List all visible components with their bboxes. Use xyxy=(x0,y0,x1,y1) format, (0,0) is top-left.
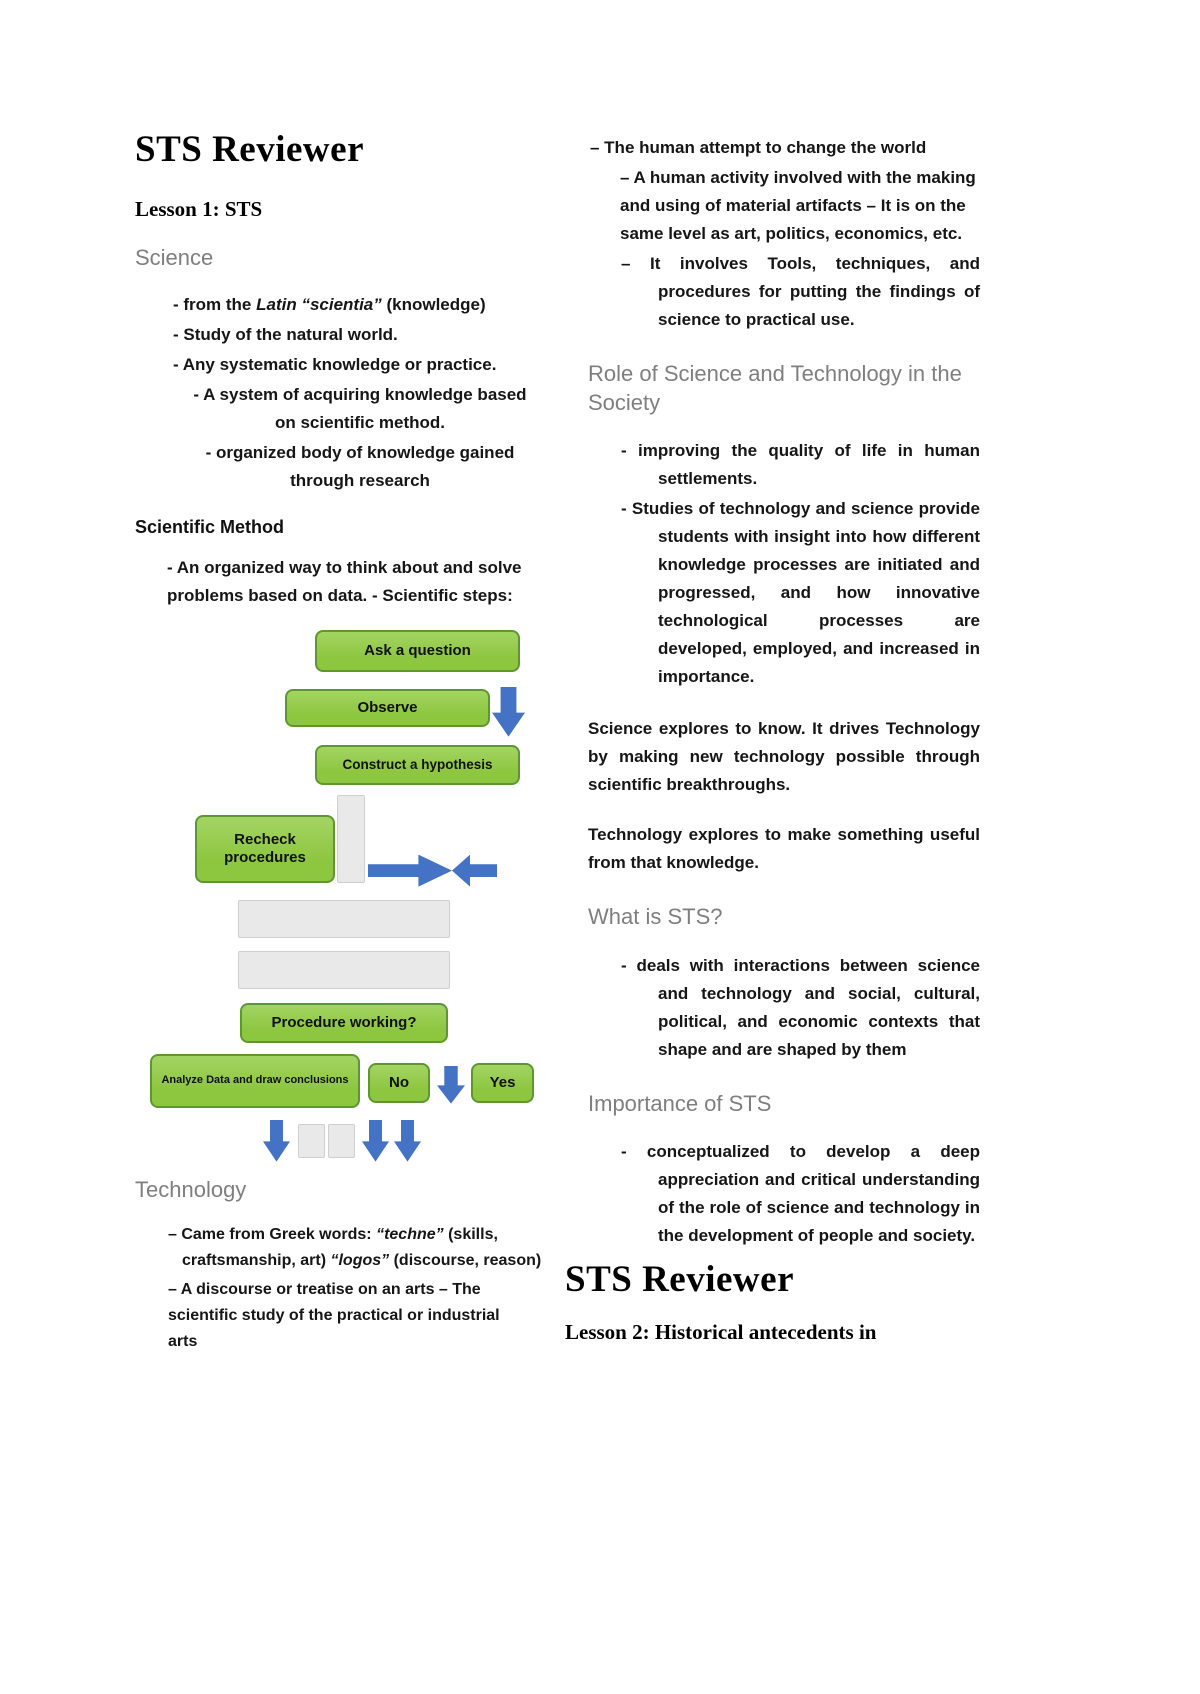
down-arrow-icon xyxy=(394,1119,421,1162)
technology-explores-paragraph: Technology explores to make something us… xyxy=(588,821,980,877)
science-subitem: - A system of acquiring knowledge based … xyxy=(193,384,527,432)
greek-term-techne: “techne” xyxy=(376,1226,444,1244)
technology-item: – Came from Greek words: “techne” (skill… xyxy=(168,1222,542,1274)
right-arrow-icon xyxy=(368,854,452,887)
flow-placeholder-box xyxy=(337,794,365,883)
flow-placeholder-box xyxy=(298,1123,325,1158)
scientific-method-flowchart: Ask a question Observe Construct a hypot… xyxy=(145,624,545,1172)
flow-placeholder-box xyxy=(238,899,450,938)
greek-term-logos: “logos” xyxy=(330,1252,390,1270)
flow-step-recheck-procedures: Recheck procedures xyxy=(195,814,335,883)
science-heading: Science xyxy=(135,245,214,270)
flow-answer-yes: Yes xyxy=(471,1062,534,1103)
keyword-technology: Technology xyxy=(588,825,683,845)
paragraph-text: explores to know. It drives xyxy=(652,719,886,739)
flow-step-ask-question: Ask a question xyxy=(315,629,520,672)
right-column: – The human attempt to change the world … xyxy=(565,128,980,1368)
doc-title-2: STS Reviewer xyxy=(565,1259,794,1301)
science-list: - from the Latin “scientia” (knowledge) … xyxy=(135,291,560,495)
technology-item-text: (skills, craftsmanship, art) xyxy=(182,1226,498,1270)
down-arrow-icon xyxy=(492,686,525,737)
importance-item: - conceptualized to develop a deep appre… xyxy=(621,1142,980,1246)
technology-item: – A discourse or treatise on an arts – T… xyxy=(168,1281,500,1351)
paragraph-text: by making new technology possible throug… xyxy=(588,747,980,795)
paragraph-text: explores to make something useful from t… xyxy=(588,825,980,873)
technology-heading: Technology xyxy=(135,1176,247,1202)
technology-item-text: (discourse, reason) xyxy=(389,1252,542,1270)
down-arrow-icon xyxy=(362,1119,389,1162)
keyword-technology: Technology xyxy=(885,719,980,739)
science-item: - Study of the natural world. xyxy=(173,324,398,344)
role-item: - improving the quality of life in human… xyxy=(621,441,980,489)
what-is-sts-heading: What is STS? xyxy=(588,904,723,930)
flow-step-procedure-working: Procedure working? xyxy=(240,1002,448,1043)
what-is-sts-item: - deals with interactions between scienc… xyxy=(621,955,980,1059)
flow-placeholder-box xyxy=(238,950,450,989)
down-arrow-icon xyxy=(437,1065,465,1104)
lesson-2-heading: Lesson 2: Historical antecedents in xyxy=(565,1320,877,1345)
flow-step-observe: Observe xyxy=(285,688,490,727)
left-column: STS Reviewer Lesson 1: STS Science - fro… xyxy=(135,128,560,1358)
flow-answer-no: No xyxy=(368,1062,430,1103)
science-item: - organized body of knowledge gained thr… xyxy=(205,442,515,490)
lesson-1-heading: Lesson 1: STS xyxy=(135,197,263,221)
science-item: - Any systematic knowledge or practice. xyxy=(173,354,497,374)
left-arrow-icon xyxy=(452,854,497,887)
science-item-text: - from the xyxy=(173,294,257,314)
importance-heading: Importance of STS xyxy=(588,1090,772,1116)
technology-definition-subitem: – A human activity involved with the mak… xyxy=(620,168,976,243)
science-item-text: (knowledge) xyxy=(381,294,486,314)
doc-title: STS Reviewer xyxy=(135,129,364,170)
keyword-science: Science xyxy=(588,719,653,739)
scientific-method-description: - An organized way to think about and so… xyxy=(167,557,522,605)
science-drives-technology-paragraph: Science explores to know. It drives Tech… xyxy=(588,715,980,799)
science-item: - from the Latin “scientia” (knowledge) xyxy=(173,291,533,319)
science-item-latin-term: Latin “scientia” xyxy=(256,294,382,314)
role-item: - Studies of technology and science prov… xyxy=(621,499,980,687)
flow-step-construct-hypothesis: Construct a hypothesis xyxy=(315,744,520,785)
scientific-method-heading: Scientific Method xyxy=(135,516,285,537)
down-arrow-icon xyxy=(263,1119,290,1162)
technology-definition-item: – The human attempt to change the world xyxy=(590,138,927,157)
flow-placeholder-box xyxy=(328,1123,355,1158)
technology-list: – Came from Greek words: “techne” (skill… xyxy=(135,1222,560,1355)
role-heading: Role of Science and Technology in the So… xyxy=(588,361,962,415)
document-page: STS Reviewer Lesson 1: STS Science - fro… xyxy=(135,128,980,1368)
technology-item-text: – Came from Greek words: xyxy=(168,1226,377,1244)
flow-step-analyze-data: Analyze Data and draw conclusions xyxy=(150,1053,360,1108)
technology-definition-item: – It involves Tools, techniques, and pro… xyxy=(621,254,980,329)
